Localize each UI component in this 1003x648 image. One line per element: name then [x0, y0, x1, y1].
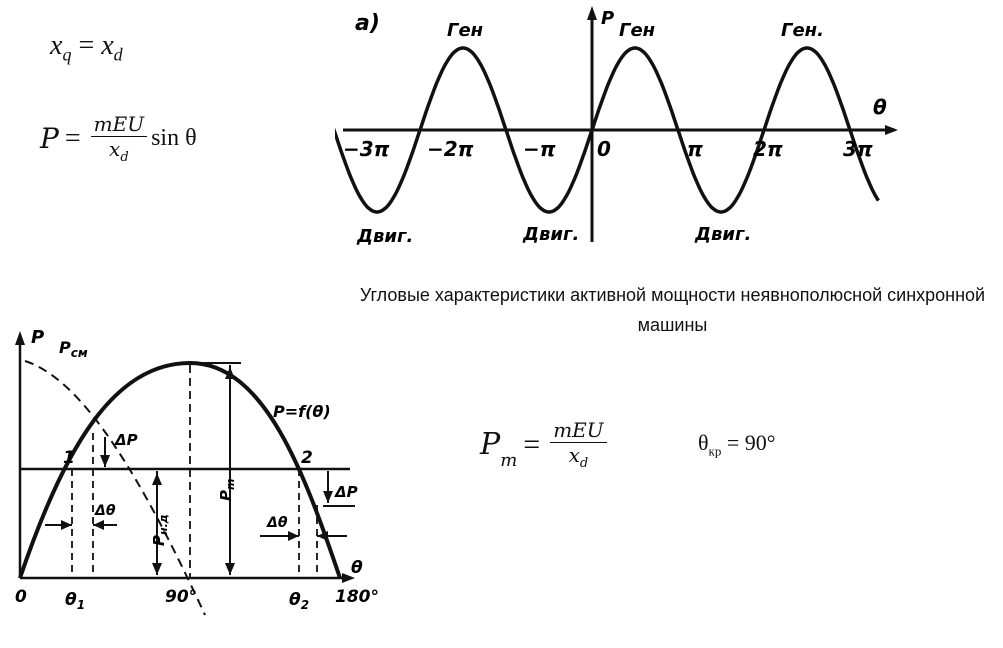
pm-arrowhead-bottom: [225, 563, 235, 575]
delta-p-left-arrowhead: [100, 455, 110, 467]
trough-label-3: Двиг.: [694, 224, 751, 245]
pmax-lhs-sub: m: [500, 450, 518, 471]
pmax-denominator: x: [568, 443, 580, 467]
peak-label-1: Ген: [447, 20, 483, 41]
formula-theta-critical: θкр = 90°: [698, 430, 776, 459]
x-tick-theta1: θ1: [65, 590, 85, 612]
x-tick-zero: 0: [15, 587, 27, 607]
top-label-a: а): [355, 11, 380, 36]
delta-theta-left-label: Δθ: [94, 503, 116, 519]
top-angle-chart: а) P θ −3π −2π −π 0 π 2π 3π Ген Ген Ген.…: [335, 6, 898, 247]
bottom-y-label: P: [31, 327, 44, 348]
xq-subscript: q: [62, 44, 72, 65]
pnd-arrowhead-top: [152, 473, 162, 485]
xd-subscript: d: [113, 44, 123, 65]
delta-p-right-arrowhead: [323, 491, 333, 503]
pnd-arrowhead-bottom: [152, 563, 162, 575]
delta-theta-right-head-2: [317, 531, 328, 541]
power-sin: sin θ: [151, 125, 197, 151]
pm-arrowhead-top: [225, 367, 235, 379]
x-tick-180: 180°: [335, 587, 379, 607]
tick-zero: 0: [597, 137, 611, 161]
delta-theta-right-head-1: [288, 531, 299, 541]
curve-label: P=f(θ): [273, 402, 331, 421]
point-1-label: 1: [63, 448, 75, 468]
power-curve: [18, 360, 342, 579]
top-y-label: P: [601, 8, 614, 29]
power-fraction: mEU xd: [90, 112, 148, 165]
sync-power-curve: [24, 360, 206, 616]
xq-equals: =: [78, 30, 95, 61]
pnd-label: Pн.д: [150, 514, 170, 546]
top-x-label: θ: [873, 95, 887, 119]
theta-cr-value: = 90°: [721, 430, 776, 455]
sync-label: Pсм: [59, 338, 88, 360]
tick-minus-pi: −π: [523, 137, 556, 161]
bottom-y-arrow: [15, 331, 25, 345]
top-y-arrow: [587, 6, 597, 20]
delta-theta-left-head-2: [93, 520, 104, 530]
formula-power: P = mEU xd sin θ: [40, 112, 197, 165]
pmax-equals: =: [523, 427, 541, 461]
tick-minus-3pi: −3π: [343, 137, 390, 161]
bottom-x-arrow: [342, 573, 355, 583]
power-lhs: P: [40, 122, 59, 155]
point-2-label: 2: [301, 448, 313, 468]
delta-p-left-label: ΔP: [114, 431, 138, 449]
x-tick-90: 90°: [165, 587, 197, 607]
peak-label-2: Ген: [619, 20, 655, 41]
pmax-lhs: P: [480, 427, 501, 462]
bottom-x-label: θ: [351, 558, 363, 578]
delta-theta-right-label: Δθ: [266, 515, 288, 531]
x-tick-theta2: θ2: [289, 590, 309, 612]
pmax-denominator-sub: d: [579, 456, 589, 471]
pm-label: Pm: [217, 479, 237, 501]
pmax-fraction: mEU xd: [550, 418, 607, 471]
tick-minus-2pi: −2π: [427, 137, 474, 161]
power-denominator-sub: d: [120, 150, 129, 165]
top-sine-curve: [335, 46, 880, 214]
power-denominator: x: [109, 137, 121, 161]
figure-caption: Угловые характеристики активной мощности…: [359, 285, 986, 335]
top-x-arrow: [885, 125, 898, 135]
xd-symbol: x: [101, 30, 114, 61]
power-equals: =: [64, 122, 81, 154]
tick-2pi: 2π: [753, 137, 783, 161]
power-numerator: mEU: [90, 112, 148, 137]
peak-label-3: Ген.: [781, 20, 824, 41]
trough-label-2: Двиг.: [522, 224, 579, 245]
tick-3pi: 3π: [843, 137, 873, 161]
trough-label-1: Двиг.: [356, 226, 413, 247]
theta-cr-symbol: θ: [698, 430, 709, 455]
delta-theta-left-head-1: [61, 520, 72, 530]
delta-p-right-label: ΔP: [334, 483, 358, 501]
bottom-power-chart: P Pсм P=f(θ) Pm Pн.д ΔP ΔP Δθ Δθ 1 2 0 θ…: [15, 327, 379, 616]
formula-xq-eq-xd: xq = xd: [50, 30, 123, 66]
theta-cr-sub: кр: [708, 443, 722, 459]
tick-pi: π: [687, 137, 703, 161]
pmax-numerator: mEU: [550, 418, 607, 443]
xq-symbol: x: [50, 30, 63, 61]
